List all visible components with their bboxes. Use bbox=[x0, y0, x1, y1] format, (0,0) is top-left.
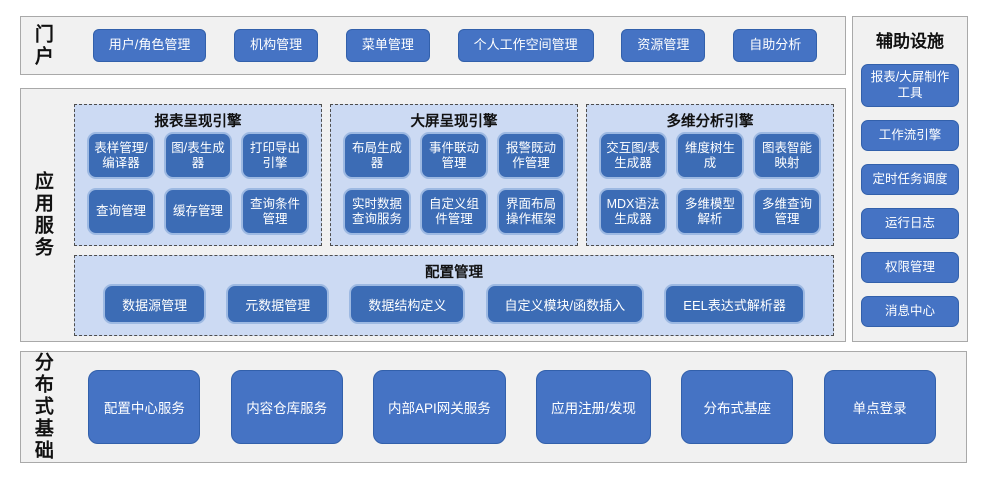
panel-grid: 交互图/表生成器 维度树生成 图表智能映射 MDX语法生成器 多维模型解析 多维… bbox=[587, 130, 833, 235]
panel-title: 大屏呈现引擎 bbox=[410, 114, 498, 130]
engine-box: 维度树生成 bbox=[676, 132, 744, 179]
engine-box: 布局生成器 bbox=[343, 132, 411, 179]
portal-label: 门户 bbox=[31, 23, 53, 68]
engine-box: 交互图/表生成器 bbox=[599, 132, 667, 179]
auxiliary-box: 消息中心 bbox=[861, 295, 959, 327]
portal-box-row: 用户/角色管理 机构管理 菜单管理 个人工作空间管理 资源管理 自助分析 bbox=[71, 17, 839, 74]
panel-olap-engine: 多维分析引擎 交互图/表生成器 维度树生成 图表智能映射 MDX语法生成器 多维… bbox=[586, 104, 834, 246]
panel-config-mgmt: 配置管理 数据源管理 元数据管理 数据结构定义 自定义模块/函数插入 EEL表达… bbox=[74, 255, 834, 336]
auxiliary-box: 工作流引擎 bbox=[861, 119, 959, 151]
engine-box: MDX语法生成器 bbox=[599, 188, 667, 235]
engine-box: 实时数据查询服务 bbox=[343, 188, 411, 235]
config-box: 自定义模块/函数插入 bbox=[485, 284, 645, 324]
portal-box: 用户/角色管理 bbox=[92, 29, 207, 62]
section-auxiliary: 辅助设施 报表/大屏制作工具 工作流引擎 定时任务调度 运行日志 权限管理 消息… bbox=[852, 16, 968, 342]
panel-report-engine: 报表呈现引擎 表样管理/编译器 图/表生成器 打印导出引擎 查询管理 缓存管理 … bbox=[74, 104, 322, 246]
portal-box: 个人工作空间管理 bbox=[457, 29, 594, 62]
portal-box: 资源管理 bbox=[621, 29, 706, 62]
panel-title: 多维分析引擎 bbox=[666, 114, 754, 130]
engine-box: 打印导出引擎 bbox=[241, 132, 309, 179]
app-services-label: 应用服务 bbox=[31, 171, 53, 259]
engine-box: 事件联动管理 bbox=[420, 132, 488, 179]
engine-box: 表样管理/编译器 bbox=[87, 132, 155, 179]
portal-box: 自助分析 bbox=[733, 29, 818, 62]
engine-box: 界面布局操作框架 bbox=[497, 188, 565, 235]
panel-dashboard-engine: 大屏呈现引擎 布局生成器 事件联动管理 报警既动作管理 实时数据查询服务 自定义… bbox=[330, 104, 578, 246]
auxiliary-box: 权限管理 bbox=[861, 251, 959, 283]
portal-box: 机构管理 bbox=[234, 29, 319, 62]
config-box-row: 数据源管理 元数据管理 数据结构定义 自定义模块/函数插入 EEL表达式解析器 bbox=[75, 284, 833, 324]
distributed-box: 单点登录 bbox=[823, 370, 936, 444]
distributed-box: 内容仓库服务 bbox=[230, 370, 343, 444]
portal-box: 菜单管理 bbox=[345, 29, 430, 62]
engine-box: 报警既动作管理 bbox=[497, 132, 565, 179]
section-distributed: 分布式基础 配置中心服务 内容仓库服务 内部API网关服务 应用注册/发现 分布… bbox=[20, 351, 967, 463]
distributed-box: 应用注册/发现 bbox=[536, 370, 651, 444]
panel-grid: 布局生成器 事件联动管理 报警既动作管理 实时数据查询服务 自定义组件管理 界面… bbox=[331, 130, 577, 235]
distributed-box: 内部API网关服务 bbox=[373, 370, 506, 444]
engine-box: 自定义组件管理 bbox=[420, 188, 488, 235]
engine-box: 查询管理 bbox=[87, 188, 155, 235]
engine-box: 图/表生成器 bbox=[164, 132, 232, 179]
auxiliary-box: 报表/大屏制作工具 bbox=[861, 64, 959, 107]
engine-box: 图表智能映射 bbox=[753, 132, 821, 179]
auxiliary-box-column: 报表/大屏制作工具 工作流引擎 定时任务调度 运行日志 权限管理 消息中心 bbox=[853, 52, 967, 327]
distributed-box-row: 配置中心服务 内容仓库服务 内部API网关服务 应用注册/发现 分布式基座 单点… bbox=[66, 352, 958, 462]
panel-grid: 表样管理/编译器 图/表生成器 打印导出引擎 查询管理 缓存管理 查询条件管理 bbox=[75, 130, 321, 235]
distributed-label: 分布式基础 bbox=[31, 352, 53, 462]
engine-panels: 报表呈现引擎 表样管理/编译器 图/表生成器 打印导出引擎 查询管理 缓存管理 … bbox=[74, 104, 834, 246]
engine-box: 多维查询管理 bbox=[753, 188, 821, 235]
config-box: 数据结构定义 bbox=[349, 284, 466, 324]
auxiliary-box: 定时任务调度 bbox=[861, 163, 959, 195]
panel-title: 配置管理 bbox=[425, 265, 483, 281]
engine-box: 多维模型解析 bbox=[676, 188, 744, 235]
auxiliary-title: 辅助设施 bbox=[876, 32, 944, 51]
config-box: EEL表达式解析器 bbox=[664, 284, 805, 324]
config-box: 数据源管理 bbox=[103, 284, 207, 324]
auxiliary-box: 运行日志 bbox=[861, 207, 959, 239]
config-box: 元数据管理 bbox=[226, 284, 330, 324]
section-app-services: 应用服务 报表呈现引擎 表样管理/编译器 图/表生成器 打印导出引擎 查询管理 … bbox=[20, 88, 846, 342]
engine-box: 缓存管理 bbox=[164, 188, 232, 235]
panel-title: 报表呈现引擎 bbox=[154, 114, 242, 130]
distributed-box: 分布式基座 bbox=[681, 370, 794, 444]
section-portal: 门户 用户/角色管理 机构管理 菜单管理 个人工作空间管理 资源管理 自助分析 bbox=[20, 16, 846, 75]
distributed-box: 配置中心服务 bbox=[88, 370, 201, 444]
engine-box: 查询条件管理 bbox=[241, 188, 309, 235]
